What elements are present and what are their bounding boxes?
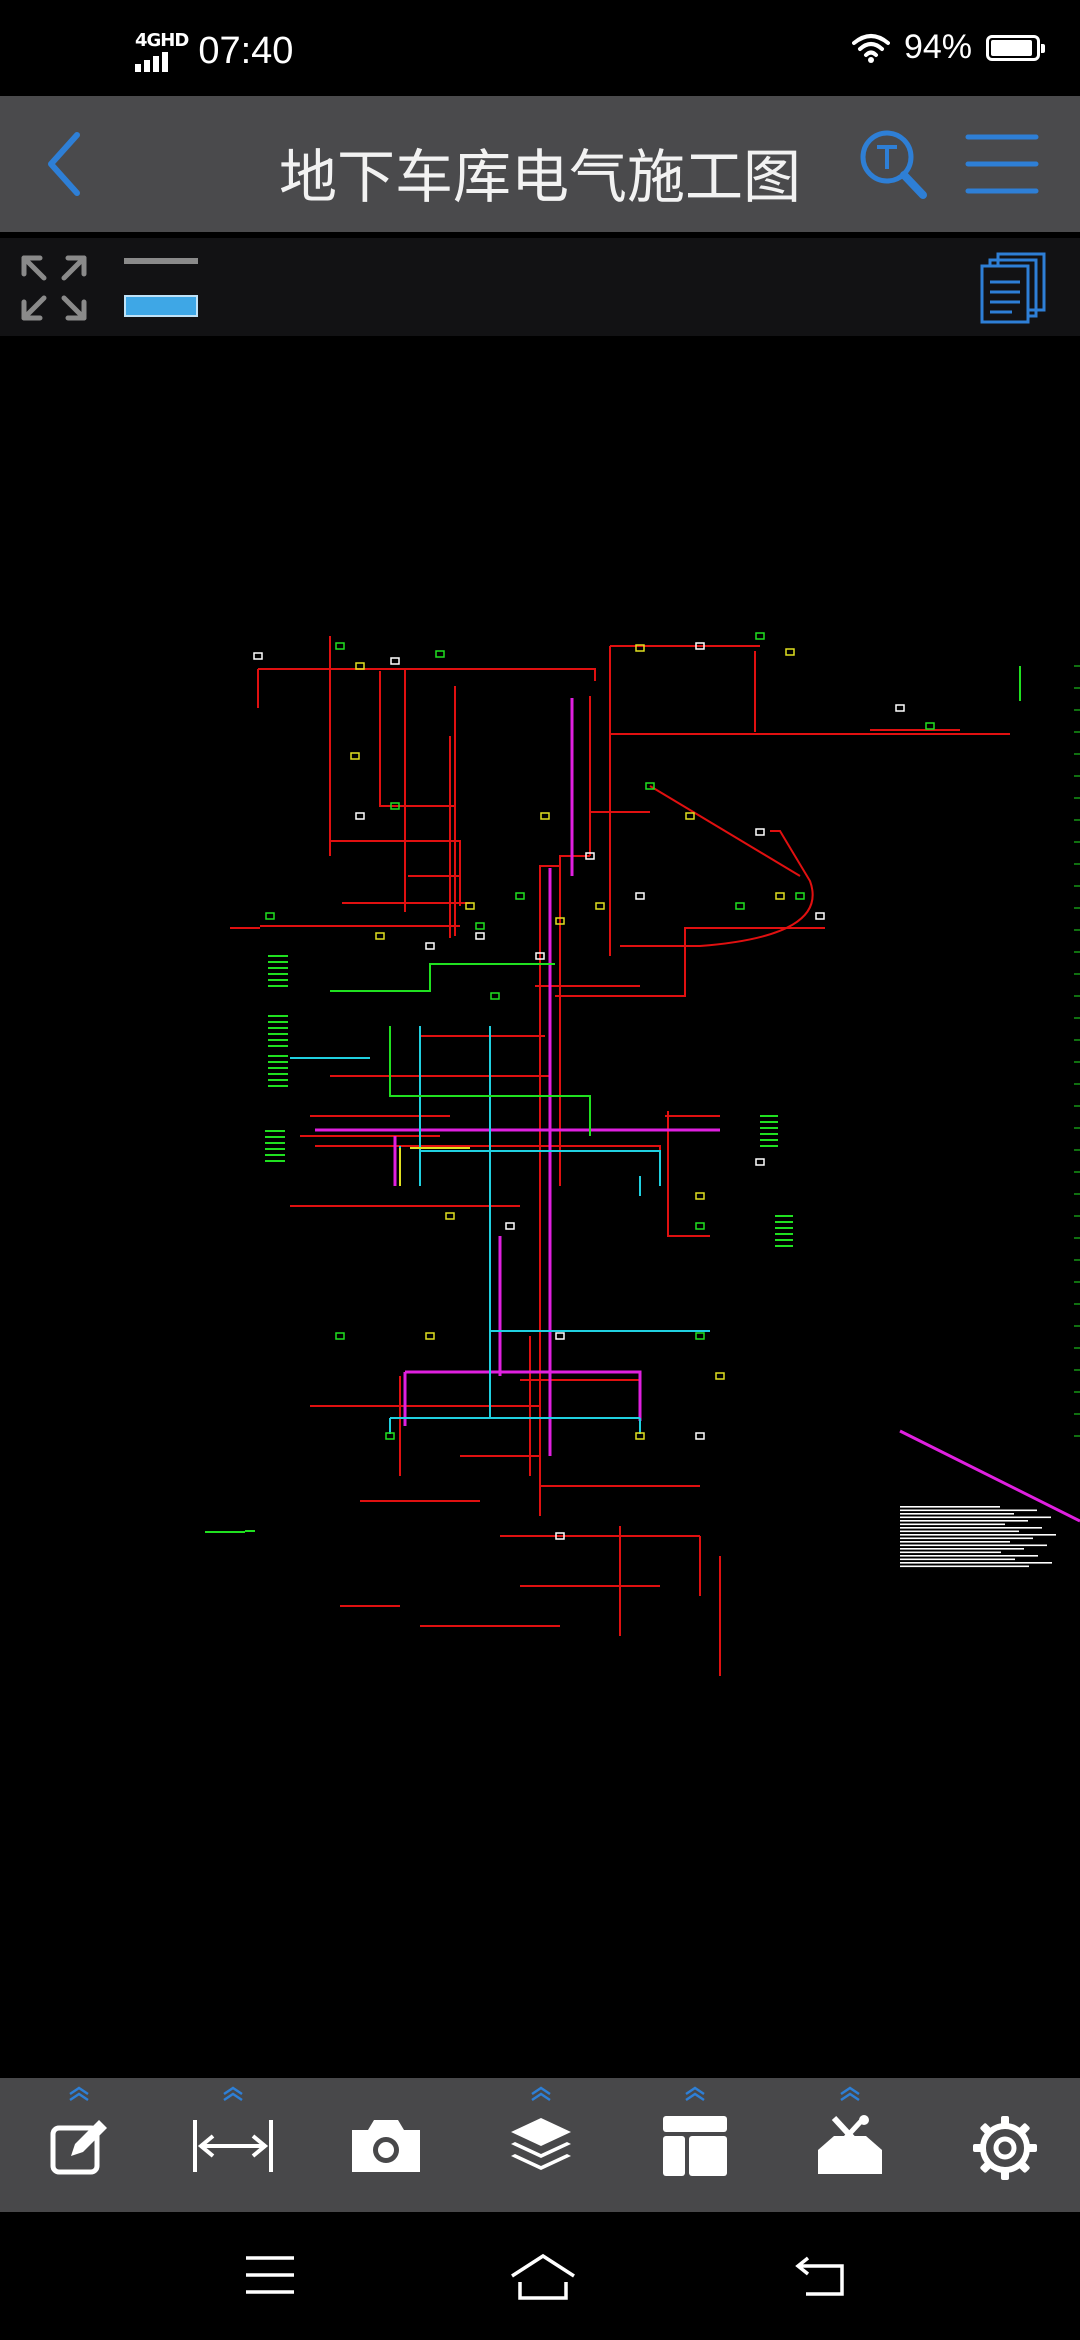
nav-home-button[interactable] xyxy=(508,2252,578,2302)
nav-back-icon xyxy=(795,2256,844,2296)
yellow-circuits xyxy=(399,1147,470,1186)
hamburger-menu-icon xyxy=(965,134,1039,194)
system-nav-bar xyxy=(0,2212,1080,2340)
camera-icon xyxy=(352,2120,420,2172)
measure-tool[interactable] xyxy=(178,2078,288,2212)
signal-icon xyxy=(135,50,168,72)
text-search-icon xyxy=(860,130,927,199)
layers-icon xyxy=(511,2118,571,2170)
menu-button[interactable] xyxy=(960,122,1044,206)
expand-up-icon[interactable] xyxy=(530,2086,552,2102)
notes-block xyxy=(900,1506,1056,1568)
nav-home-icon xyxy=(511,2253,575,2300)
pages-button[interactable] xyxy=(978,252,1048,328)
gear-icon xyxy=(973,2116,1037,2180)
chevron-left-icon xyxy=(48,132,80,196)
cad-drawing xyxy=(205,632,1080,1676)
nav-back-button[interactable] xyxy=(792,2252,852,2302)
symbol-clusters xyxy=(253,632,935,1540)
cyan-circuits xyxy=(290,1026,710,1434)
view-toolbar xyxy=(0,238,1080,336)
green-circuits xyxy=(205,666,1021,1533)
camera-tool[interactable] xyxy=(331,2078,441,2212)
status-right: 94% xyxy=(851,28,1045,67)
line-weight-icon xyxy=(124,258,198,317)
expand-arrows-icon xyxy=(21,255,87,321)
layout-icon xyxy=(663,2116,727,2176)
nav-menu-button[interactable] xyxy=(242,2252,302,2302)
text-search-button[interactable] xyxy=(850,122,934,206)
expand-up-icon[interactable] xyxy=(684,2086,706,2102)
red-circuits xyxy=(230,636,1010,1676)
wifi-icon xyxy=(851,33,890,63)
toolbox-tool[interactable] xyxy=(795,2078,905,2212)
expand-up-icon[interactable] xyxy=(839,2086,861,2102)
edit-tool[interactable] xyxy=(24,2078,134,2212)
clock: 07:40 xyxy=(198,30,294,72)
status-bar: 4GHD 07:40 94% xyxy=(0,0,1080,96)
layers-tool[interactable] xyxy=(486,2078,596,2212)
status-left: 4GHD 07:40 xyxy=(135,30,293,73)
back-button[interactable] xyxy=(22,122,106,206)
battery-icon xyxy=(986,34,1045,61)
magenta-circuits xyxy=(315,698,1080,1523)
pages-icon xyxy=(980,252,1046,324)
battery-fill xyxy=(991,39,1033,56)
edit-icon xyxy=(50,2120,107,2175)
measure-icon xyxy=(193,2120,273,2172)
app-header: 地下车库电气施工图 xyxy=(0,96,1080,232)
expand-up-icon[interactable] xyxy=(68,2086,90,2102)
toolbox-icon xyxy=(818,2115,882,2174)
line-weight-toggle[interactable] xyxy=(124,258,200,322)
network-type: 4GHD xyxy=(135,29,189,51)
battery-percent: 94% xyxy=(903,28,972,66)
fit-view-button[interactable] xyxy=(18,252,90,328)
layout-tool[interactable] xyxy=(640,2078,750,2212)
bottom-toolbar xyxy=(0,2078,1080,2212)
drawing-canvas[interactable] xyxy=(0,336,1080,2078)
nav-menu-icon xyxy=(246,2256,294,2294)
page-title: 地下车库电气施工图 xyxy=(278,143,801,211)
edge-ticks xyxy=(1074,665,1080,1437)
network-indicator: 4GHD xyxy=(135,29,189,72)
expand-up-icon[interactable] xyxy=(222,2086,244,2102)
settings-tool[interactable] xyxy=(950,2078,1060,2212)
